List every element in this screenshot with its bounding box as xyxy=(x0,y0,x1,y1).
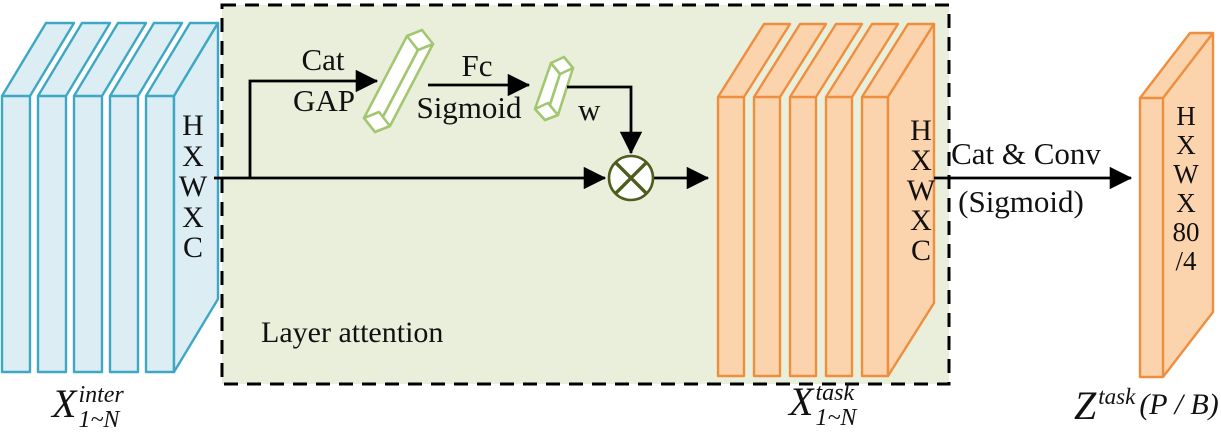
tensor-sup: inter xyxy=(78,382,124,408)
feature-slab xyxy=(788,22,864,378)
cat-conv-label: Cat & Conv xyxy=(951,136,1101,171)
feature-slab xyxy=(824,22,900,378)
output-dims-label: H X W X 80 /4 xyxy=(1172,101,1200,276)
tensor-supsub: task 1~N xyxy=(815,380,857,432)
tensor-suffix: (P / B) xyxy=(1139,388,1219,421)
sigmoid-label: Sigmoid xyxy=(416,90,522,125)
tensor-base: Z xyxy=(1074,383,1097,428)
output-slab xyxy=(1138,31,1215,379)
task-dims-label: H X W X C xyxy=(906,114,936,267)
multiply-node xyxy=(607,154,655,202)
tensor-sub: 1~N xyxy=(78,407,120,433)
cat-conv-sigmoid-label: (Sigmoid) xyxy=(958,184,1084,219)
feature-slab xyxy=(36,21,112,374)
feature-slab xyxy=(752,22,828,378)
feature-slab xyxy=(0,21,76,374)
gap-label: GAP xyxy=(292,83,355,118)
task-tensor-name: X task 1~N xyxy=(789,379,857,432)
flow-arrows xyxy=(214,69,1133,190)
tensor-supsub: task xyxy=(1098,384,1136,409)
tensor-sub: 1~N xyxy=(815,405,857,432)
task-feature-stack xyxy=(716,22,936,378)
weight-label: w xyxy=(578,92,601,127)
bar-bottom-cap xyxy=(362,110,392,134)
feature-slab xyxy=(716,22,792,378)
tensor-base: X xyxy=(789,379,814,424)
multiply-icon xyxy=(614,161,648,195)
input-tensor-name: X inter 1~N xyxy=(52,381,124,433)
feature-slab xyxy=(72,21,148,374)
bar-top-cap xyxy=(549,55,575,76)
tensor-sup: task xyxy=(815,380,855,406)
fc-label: Fc xyxy=(461,48,493,83)
input-dims-label: H X W X C xyxy=(178,109,208,264)
tensor-base: X xyxy=(52,381,77,426)
bar-top-cap xyxy=(405,28,435,52)
output-tensor-name: Z task (P / B) xyxy=(1074,383,1219,428)
stack-side-face xyxy=(172,21,220,374)
weight-to-multiply-arrow xyxy=(567,85,643,155)
stack-side-face xyxy=(886,22,936,378)
layer-attention-title: Layer attention xyxy=(261,316,444,349)
tensor-supsub: inter 1~N xyxy=(78,382,124,433)
bar-bottom-cap xyxy=(533,101,560,122)
tensor-sup: task xyxy=(1098,384,1136,409)
input-feature-stack xyxy=(0,21,220,374)
weight-vector-bar xyxy=(533,55,575,122)
feature-slab xyxy=(108,21,184,374)
gap-vector-bar xyxy=(362,28,435,134)
cat-label: Cat xyxy=(301,42,345,77)
cat-gap-branch-arrow xyxy=(248,69,379,178)
